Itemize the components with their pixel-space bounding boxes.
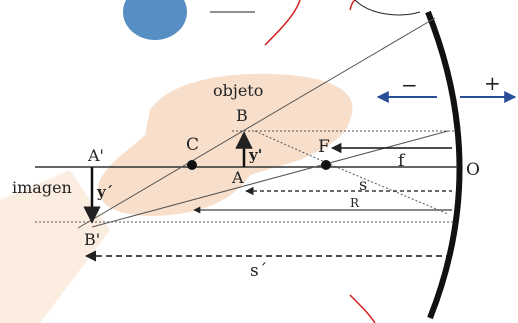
label-f-distance: f: [398, 151, 406, 171]
watermark-red-stroke-3: [349, 294, 376, 323]
center-point: [187, 160, 197, 170]
focus-point: [321, 160, 331, 170]
watermark-top-curve: [354, 0, 421, 16]
label-b: B: [236, 106, 248, 125]
ray-through-focus-dotted: [254, 130, 328, 164]
watermark-blue-shape: [123, 0, 187, 40]
ray-reflected-dotted: [326, 162, 449, 215]
label-y: y': [248, 146, 262, 164]
label-y-prime: y´: [96, 183, 113, 201]
label-a-prime: A': [87, 146, 104, 165]
label-b-prime: B': [84, 230, 100, 249]
ray-through-center: [77, 17, 436, 229]
background-blob: [98, 73, 353, 216]
label-imagen: imagen: [12, 178, 72, 197]
label-s-prime: s´: [250, 261, 267, 281]
label-objeto: objeto: [213, 81, 263, 100]
ray-from-focus: [91, 130, 449, 228]
label-o: O: [466, 160, 480, 180]
label-minus: −: [401, 73, 418, 97]
label-plus: +: [484, 71, 501, 95]
label-f-point: F: [318, 137, 330, 157]
watermark-red-stroke: [264, 0, 301, 46]
label-c: C: [186, 135, 199, 155]
label-a: A: [231, 168, 244, 187]
concave-mirror: [425, 10, 463, 320]
label-s: s: [359, 175, 367, 194]
label-r: R: [350, 196, 360, 210]
background-blob-lower: [0, 170, 110, 323]
watermark-red-stroke-2: [349, 0, 357, 11]
